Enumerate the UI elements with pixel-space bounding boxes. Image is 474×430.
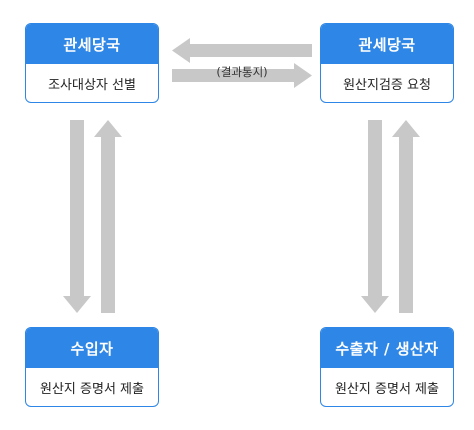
node-customs-authority-exporter-side: 관세당국 원산지검증 요청 [320, 23, 454, 103]
arrow-down-right [361, 120, 389, 313]
node-subtitle: 원산지 증명서 제출 [40, 381, 144, 397]
result-notice-label: (결과통지) [216, 65, 268, 79]
node-title: 수출자 / 생산자 [321, 328, 453, 368]
node-customs-authority-importer-side: 관세당국 조사대상자 선별 [25, 23, 159, 103]
node-title: 수입자 [26, 328, 158, 368]
node-subtitle: 조사대상자 선별 [48, 77, 136, 93]
node-title: 관세당국 [321, 24, 453, 64]
node-subtitle: 원산지검증 요청 [343, 77, 431, 93]
arrow-down-left [63, 120, 91, 313]
arrow-right-result-notice [172, 63, 312, 88]
node-importer: 수입자 원산지 증명서 제출 [25, 327, 159, 407]
node-subtitle: 원산지 증명서 제출 [335, 381, 439, 397]
arrow-up-left [94, 120, 122, 313]
node-title: 관세당국 [26, 24, 158, 64]
arrow-left-top [172, 38, 312, 63]
node-exporter-producer: 수출자 / 생산자 원산지 증명서 제출 [320, 327, 454, 407]
arrow-up-right [392, 120, 420, 313]
